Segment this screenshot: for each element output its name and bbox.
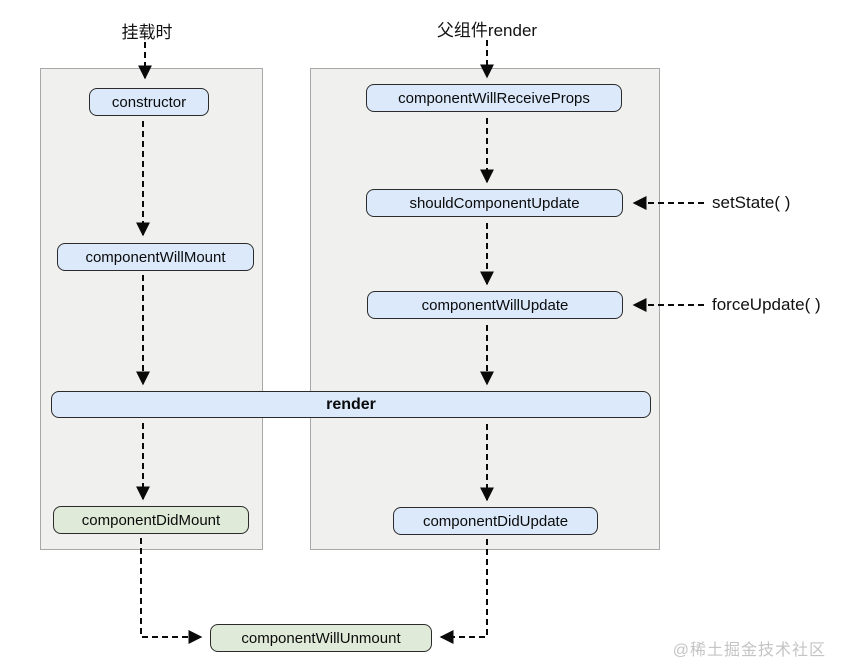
node-component-did-update: componentDidUpdate (393, 507, 598, 535)
arrow-didupdate-to-unmount (439, 539, 488, 644)
arrow-didmount-to-unmount (140, 538, 203, 644)
node-component-will-unmount: componentWillUnmount (210, 624, 432, 652)
forceupdate-label: forceUpdate( ) (712, 295, 821, 314)
node-should-component-update: shouldComponentUpdate (366, 189, 623, 217)
node-component-will-receive-props: componentWillReceiveProps (366, 84, 622, 112)
node-component-will-mount: componentWillMount (57, 243, 254, 271)
node-render: render (51, 391, 651, 418)
mount-column-title: 挂载时 (121, 23, 173, 42)
mount-phase-panel (40, 68, 263, 550)
node-constructor: constructor (89, 88, 209, 116)
parent-render-column-title: 父组件render (436, 21, 538, 40)
node-component-will-update: componentWillUpdate (367, 291, 623, 319)
node-component-did-mount: componentDidMount (53, 506, 249, 534)
setstate-label: setState( ) (712, 193, 791, 212)
watermark: @稀土掘金技术社区 (672, 642, 826, 659)
